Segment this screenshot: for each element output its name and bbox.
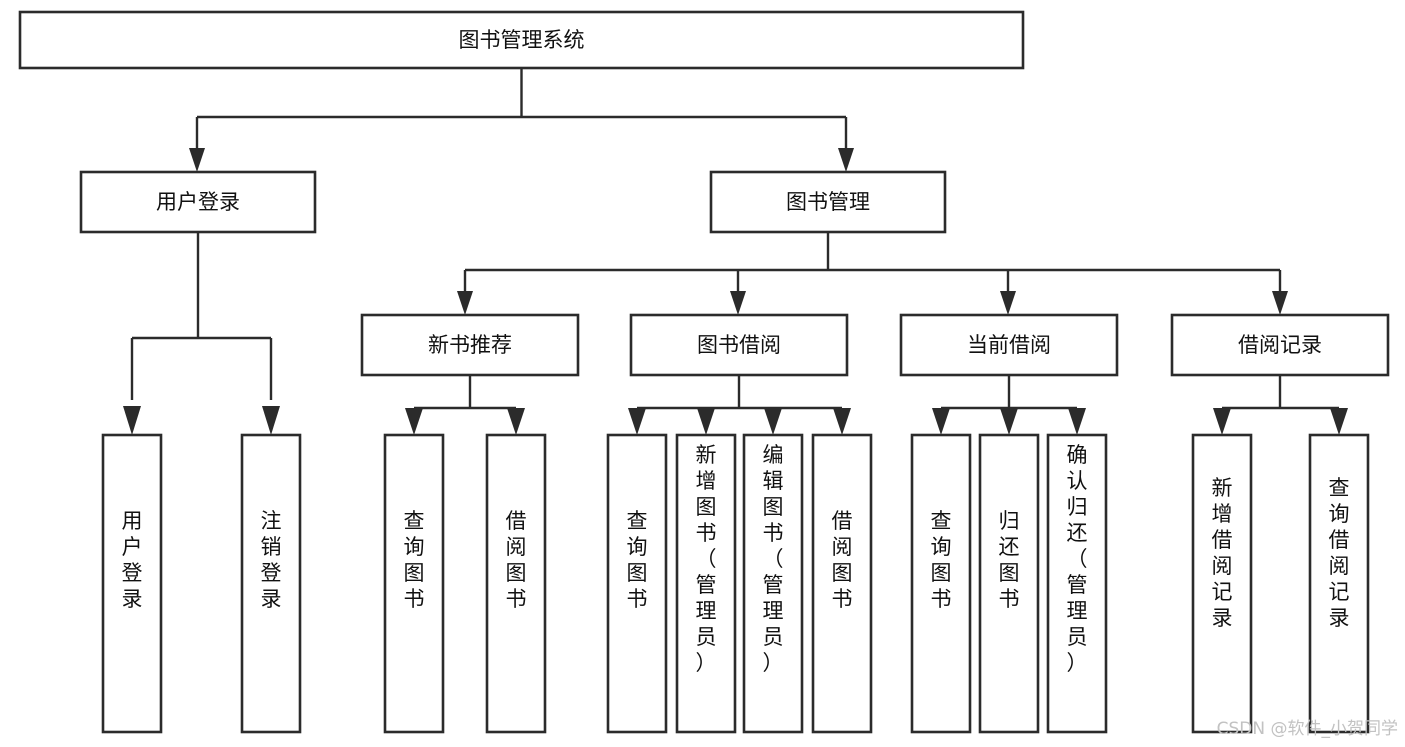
leaf-node-bb-query-book-label: 查询图书 [627,509,648,611]
arrow-head-leaf-bb-add [697,408,715,435]
node-new-book-recommend[interactable]: 新书推荐 [360,313,580,377]
node-new-book-recommend-box[interactable] [360,313,580,377]
leaf-node-logout-box[interactable] [240,433,302,734]
leaf-node-nb-borrow-book-box[interactable] [485,433,547,734]
node-current-borrow-box[interactable] [899,313,1119,377]
leaf-node-bb-query-book[interactable]: 查询图书 [606,433,668,734]
leaf-node-nb-query-book[interactable]: 查询图书 [383,433,445,734]
arrow-head-new-book [457,291,473,315]
node-root-label: 图书管理系统 [459,28,585,52]
node-book-borrow-box[interactable] [629,313,849,377]
leaf-node-br-query-record-label: 查询借阅记录 [1329,476,1350,630]
leaf-node-bb-add-book[interactable]: 新增图书（管理员） [675,433,737,734]
node-borrow-record-box[interactable] [1170,313,1390,377]
node-root-box[interactable] [18,10,1025,70]
arrow-head-leaf-user-login [123,406,141,435]
node-borrow-record-label: 借阅记录 [1238,333,1322,357]
node-root[interactable]: 图书管理系统 [18,10,1025,70]
leaf-node-br-add-record-box[interactable] [1191,433,1253,734]
leaf-node-cb-confirm-return-label: 确认归还（管理员） [1067,443,1088,675]
arrow-head-book-borrow [730,291,746,315]
leaf-node-cb-return-book-box[interactable] [978,433,1040,734]
leaf-node-cb-confirm-return-box[interactable] [1046,433,1108,734]
leaf-node-nb-borrow-book[interactable]: 借阅图书 [485,433,547,734]
arrow-head-leaf-cb-query [932,408,950,435]
leaf-node-user-login[interactable]: 用户登录 [101,433,163,734]
leaf-node-cb-return-book-label: 归还图书 [999,509,1020,611]
leaf-node-bb-edit-book-label: 编辑图书（管理员） [763,443,784,675]
arrow-head-leaf-bb-borrow [833,408,851,435]
arrow-head-current-borrow [1000,291,1016,315]
node-book-borrow-label: 图书借阅 [697,333,781,357]
arrow-head-borrow-record [1272,291,1288,315]
leaf-node-user-login-label: 用户登录 [122,509,143,611]
leaf-node-cb-confirm-return[interactable]: 确认归还（管理员） [1046,433,1108,734]
arrow-head-book-mgmt [838,148,854,172]
leaf-node-cb-query-book[interactable]: 查询图书 [910,433,972,734]
leaf-node-nb-query-book-label: 查询图书 [404,509,425,611]
node-user-login[interactable]: 用户登录 [79,170,317,234]
arrow-head-leaf-cb-confirm [1068,408,1086,435]
node-current-borrow[interactable]: 当前借阅 [899,313,1119,377]
arrow-head-leaf-br-add [1213,408,1231,435]
connector-group-bookmgmt-to-level3 [457,232,1288,315]
node-user-login-label: 用户登录 [156,190,240,214]
connector-group-root-to-level2 [189,68,854,172]
connector-group-userlogin-to-leaves [123,232,280,435]
leaf-node-nb-borrow-book-label: 借阅图书 [506,509,527,611]
arrow-head-leaf-bb-edit [764,408,782,435]
node-borrow-record[interactable]: 借阅记录 [1170,313,1390,377]
connector-group-newbook-to-leaves [405,375,525,435]
leaf-node-logout-label: 注销登录 [261,509,282,611]
leaf-node-logout[interactable]: 注销登录 [240,433,302,734]
node-current-borrow-label: 当前借阅 [967,333,1051,357]
leaf-node-user-login-box[interactable] [101,433,163,734]
leaf-node-br-add-record-label: 新增借阅记录 [1212,476,1233,630]
arrow-head-leaf-logout [262,406,280,435]
leaf-node-br-query-record-box[interactable] [1308,433,1370,734]
arrow-head-leaf-bb-query [628,408,646,435]
node-book-management[interactable]: 图书管理 [709,170,947,234]
leaf-node-bb-edit-book-box[interactable] [742,433,804,734]
leaf-node-cb-query-book-label: 查询图书 [931,509,952,611]
csdn-watermark: CSDN @软件_小贺同学 [1217,719,1398,739]
leaf-node-br-query-record[interactable]: 查询借阅记录 [1308,433,1370,734]
leaf-node-cb-return-book[interactable]: 归还图书 [978,433,1040,734]
connector-group-borrowrecord-to-leaves [1213,375,1348,435]
node-book-management-box[interactable] [709,170,947,234]
leaf-node-bb-borrow-book-label: 借阅图书 [832,509,853,611]
leaf-node-bb-borrow-book-box[interactable] [811,433,873,734]
leaf-node-bb-add-book-box[interactable] [675,433,737,734]
arrow-head-leaf-br-query [1330,408,1348,435]
arrow-head-user-login [189,148,205,172]
node-book-borrow[interactable]: 图书借阅 [629,313,849,377]
leaf-node-bb-query-book-box[interactable] [606,433,668,734]
leaf-node-cb-query-book-box[interactable] [910,433,972,734]
connector-group-bookborrow-to-leaves [628,375,851,435]
arrow-head-leaf-cb-return [1000,408,1018,435]
node-new-book-recommend-label: 新书推荐 [428,333,512,357]
leaf-node-br-add-record[interactable]: 新增借阅记录 [1191,433,1253,734]
leaf-node-bb-edit-book[interactable]: 编辑图书（管理员） [742,433,804,734]
leaf-node-nb-query-book-box[interactable] [383,433,445,734]
leaf-node-bb-add-book-label: 新增图书（管理员） [696,443,717,675]
arrow-head-leaf-nb-borrow [507,408,525,435]
leaf-node-bb-borrow-book[interactable]: 借阅图书 [811,433,873,734]
node-book-management-label: 图书管理 [786,190,870,214]
arrow-head-leaf-nb-query [405,408,423,435]
connector-group-currentborrow-to-leaves [932,375,1086,435]
